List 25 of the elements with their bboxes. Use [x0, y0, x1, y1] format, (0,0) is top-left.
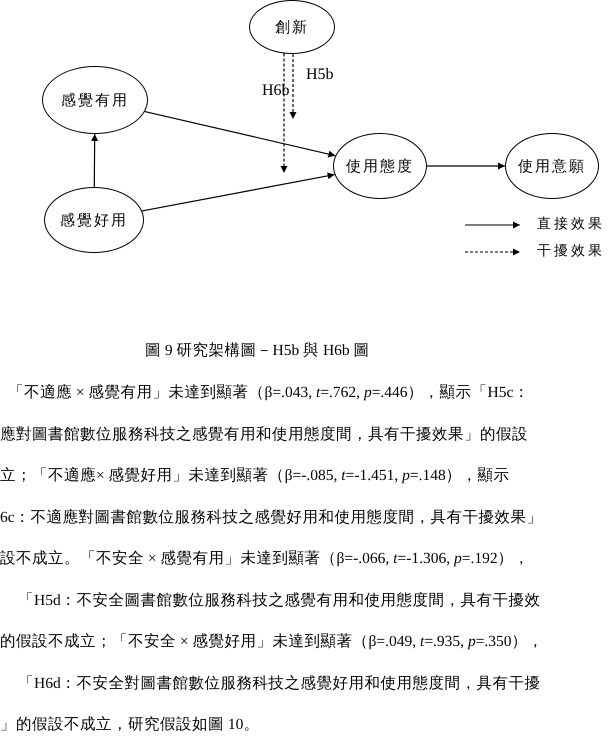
dashed-arrow: [280, 54, 288, 173]
paragraph-line: 設不成立。「不安全 × 感覺有用」未達到顯著（β=-.066, t=-1.306, p=.192），: [0, 549, 530, 569]
arrow: [91, 134, 98, 187]
construct-ellipse: 感覺好用: [44, 187, 144, 253]
dashed-arrow: [290, 54, 296, 119]
paragraph-line: 「不適應 × 感覺有用」未達到顯著（β=.043, t=.762, p=.446），顯示「H5c：: [8, 383, 530, 403]
paragraph-line: 「H5d：不安全圖書館數位服務科技之感覺有用和使用態度間，具有干擾效: [18, 590, 541, 610]
paragraph-line: 應對圖書館數位服務科技之感覺有用和使用態度間，具有干擾效果」的假設: [0, 424, 528, 444]
construct-ellipse: 使用態度: [333, 133, 427, 199]
construct-ellipse: 使用意願: [505, 133, 599, 199]
edge-label: H6b: [262, 82, 290, 100]
legend-text: 干擾效果: [537, 242, 605, 260]
arrow: [144, 110, 336, 158]
construct-ellipse: 感覺有用: [42, 66, 148, 134]
construct-ellipse: 創新: [249, 0, 335, 54]
paragraph-line: 立；「不適應× 感覺好用」未達到顯著（β=-.085, t=-1.451, p=.148），顯示: [0, 466, 510, 486]
paragraph-line: 」的假設不成立，研究假設如圖 10。: [0, 715, 260, 735]
arrow: [427, 162, 505, 170]
figure-caption: 圖 9 研究架構圖－H5b 與 H6b 圖: [145, 341, 370, 361]
paragraph-line: 6c：不適應對圖書館數位服務科技之感覺好用和使用態度間，具有干擾效果」: [0, 508, 543, 528]
legend-text: 直接效果: [537, 215, 605, 233]
edge-label: H5b: [306, 66, 334, 84]
paragraph-line: 「H6d：不安全對圖書館數位服務科技之感覺好用和使用態度間，具有干擾: [18, 674, 541, 694]
arrow: [142, 172, 335, 212]
paragraph-line: 的假設不成立；「不安全 × 感覺好用」未達到顯著（β=.049, t=.935, p=.350），: [0, 632, 544, 652]
